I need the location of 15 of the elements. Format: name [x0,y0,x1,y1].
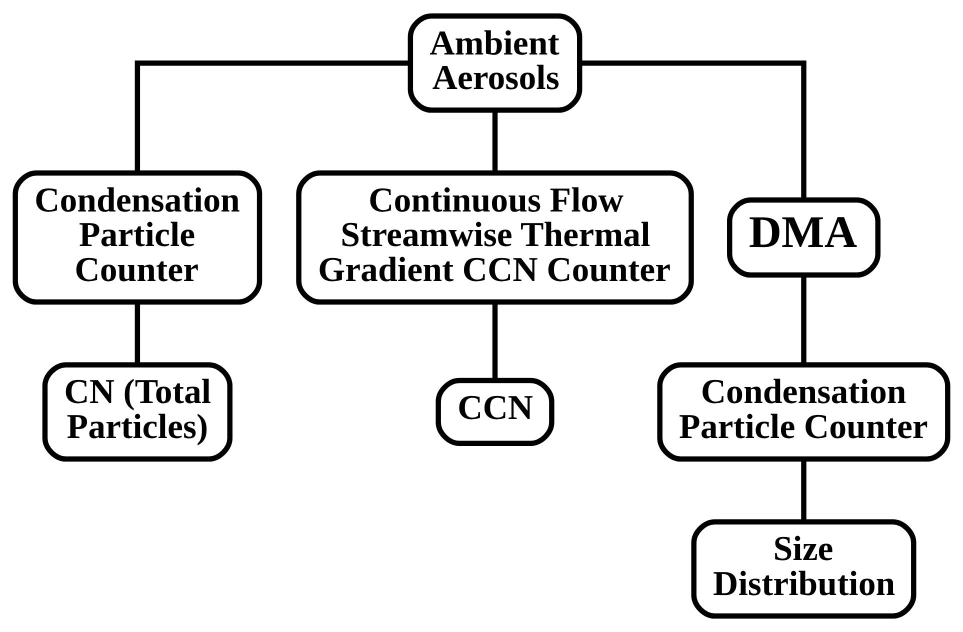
connector [580,60,806,200]
connector [801,459,806,522]
node-box: Condensation Particle Counter [657,362,950,462]
node-box: Ambient Aerosols [408,13,582,113]
connector [801,275,806,365]
node-box: CCN [436,378,554,446]
node-box: Condensation Particle Counter [12,170,262,305]
node-box: Continuous Flow Streamwise Thermal Gradient CCN Counter [296,170,694,305]
node-box: DMA [727,197,881,278]
connector [134,302,140,364]
connector [492,302,498,380]
connector [134,60,410,173]
connector [492,110,498,173]
node-box: Size Distribution [691,519,916,619]
node-box: CN (Total Particles) [42,362,232,462]
